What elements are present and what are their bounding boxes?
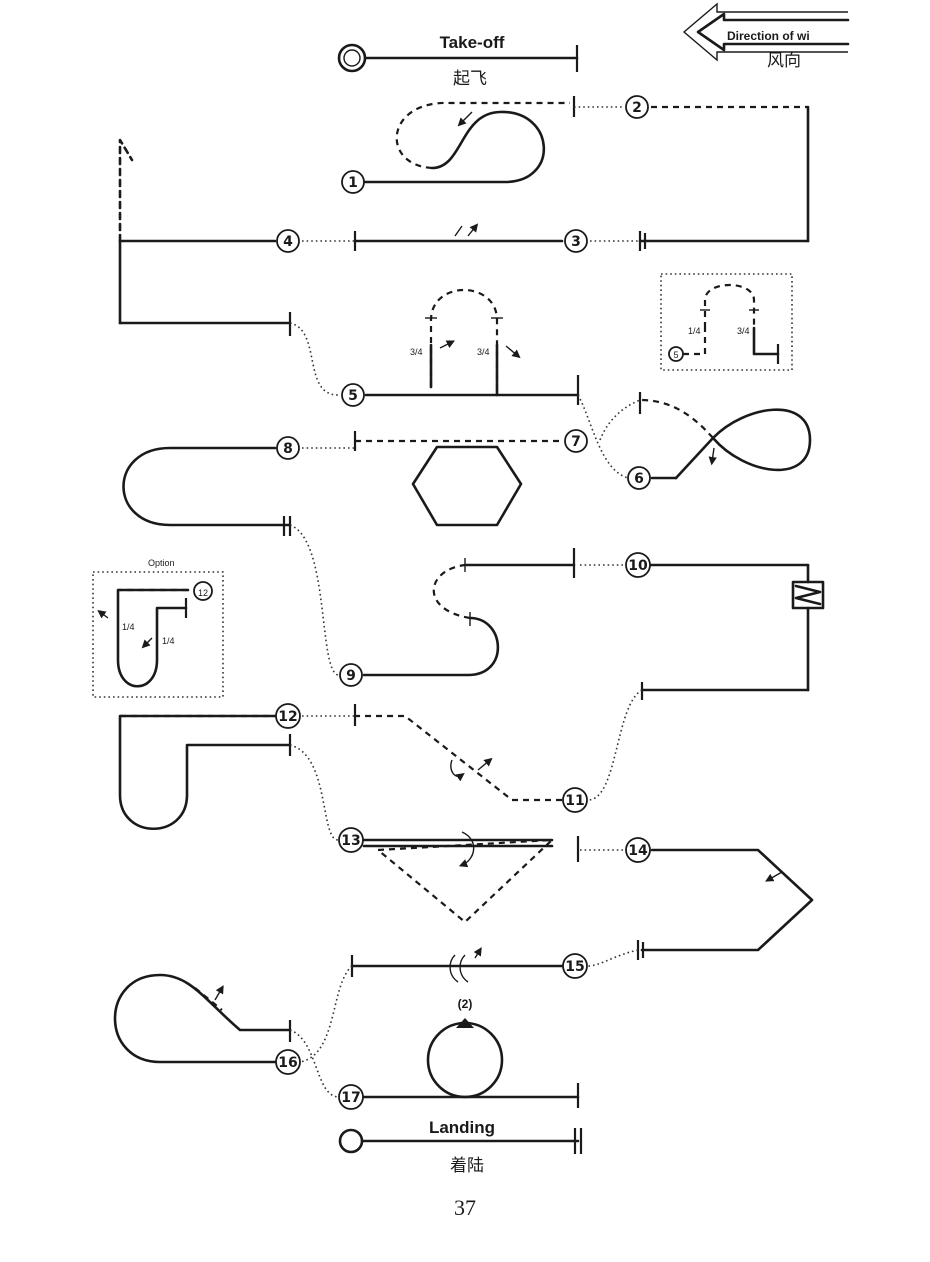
figure-node-1: 1 — [341, 170, 365, 194]
figure-node-3: 3 — [564, 229, 588, 253]
figure-node-15: 15 — [562, 953, 588, 979]
option-label: Option — [148, 558, 175, 568]
wind-arrow-icon — [682, 2, 848, 62]
svg-text:14: 14 — [628, 843, 648, 859]
svg-text:4: 4 — [283, 234, 293, 250]
svg-text:1/4: 1/4 — [122, 622, 135, 632]
landing-label: Landing — [429, 1118, 495, 1137]
figure-node-10: 10 — [625, 552, 651, 578]
svg-text:12: 12 — [278, 709, 297, 725]
takeoff-label: Take-off — [440, 33, 505, 52]
svg-text:3: 3 — [571, 234, 581, 250]
page-number: 37 — [454, 1195, 476, 1220]
svg-text:6: 6 — [634, 471, 644, 487]
figure-13-14 — [289, 744, 814, 960]
svg-text:13: 13 — [341, 833, 360, 849]
svg-text:1/4: 1/4 — [162, 636, 175, 646]
figure-node-14: 14 — [625, 837, 651, 863]
figure-1-loop — [356, 101, 570, 184]
svg-text:9: 9 — [346, 668, 356, 684]
hexagon-shape — [411, 445, 523, 527]
svg-text:15: 15 — [565, 959, 584, 975]
svg-text:12: 12 — [198, 588, 208, 598]
svg-text:3/4: 3/4 — [410, 347, 423, 357]
figure-node-2: 2 — [625, 95, 649, 119]
svg-text:5: 5 — [348, 388, 358, 404]
spin-symbol — [791, 580, 825, 610]
svg-text:11: 11 — [565, 793, 584, 809]
figure-17-loop — [426, 1021, 504, 1099]
takeoff-start-circle — [337, 43, 367, 73]
svg-text:7: 7 — [571, 434, 581, 450]
landing-label-cn: 着陆 — [450, 1156, 484, 1176]
svg-text:1/4: 1/4 — [688, 326, 701, 336]
takeoff-label-cn: 起飞 — [453, 69, 487, 89]
figure-node-8: 8 — [276, 436, 300, 460]
figure-node-6: 6 — [627, 466, 651, 490]
figure-5: 3/4 3/4 — [289, 289, 580, 405]
figure-3-4-track — [118, 138, 810, 336]
figure-node-11: 11 — [562, 787, 588, 813]
svg-text:2: 2 — [632, 100, 642, 116]
figure-node-5: 5 — [341, 383, 365, 407]
figure-node-4: 4 — [276, 229, 300, 253]
svg-text:16: 16 — [278, 1055, 297, 1071]
svg-text:1: 1 — [348, 175, 358, 191]
wind-direction: Direction of wi 风向 — [682, 2, 850, 71]
svg-text:3/4: 3/4 — [737, 326, 750, 336]
figure-node-16: 16 — [275, 1049, 301, 1075]
svg-text:8: 8 — [283, 441, 293, 457]
figure-2-track — [572, 96, 810, 243]
figure-node-12: 12 — [275, 703, 301, 729]
svg-text:3/4: 3/4 — [477, 347, 490, 357]
figure-6-7-8 — [122, 392, 812, 536]
figure-node-17: 17 — [338, 1084, 364, 1110]
svg-text:17: 17 — [341, 1090, 360, 1106]
wind-direction-label: Direction of wi — [727, 29, 810, 43]
option-inset: Option 12 1/4 1/4 — [92, 558, 224, 698]
figure-number-nodes: 1 2 3 4 5 6 7 8 9 10 11 12 13 14 15 16 1… — [275, 95, 651, 1110]
wind-direction-label-cn: 风向 — [767, 51, 801, 71]
landing-section: Landing 着陆 — [338, 1118, 583, 1176]
landing-end-circle — [338, 1128, 364, 1154]
takeoff-section: Take-off 起飞 — [337, 33, 579, 89]
figure-node-9: 9 — [339, 663, 363, 687]
figure-11-12 — [118, 689, 643, 830]
figure-node-13: 13 — [338, 827, 364, 853]
snap-roll-mark: (2) — [458, 997, 473, 1011]
figure-9-10 — [289, 524, 825, 700]
figure-15-16 — [113, 947, 639, 1098]
inset-figure-5: 5 1/4 3/4 — [660, 273, 793, 371]
figure-node-7: 7 — [564, 429, 588, 453]
svg-text:5: 5 — [673, 350, 678, 360]
figure-17: (2) — [362, 997, 580, 1108]
svg-text:10: 10 — [628, 558, 648, 574]
